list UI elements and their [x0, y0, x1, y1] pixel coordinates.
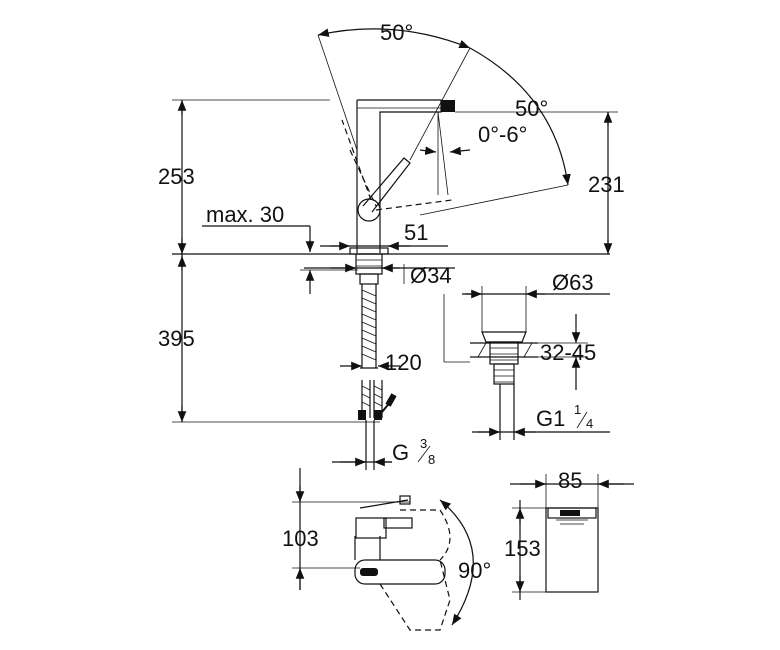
range-32-45-dimension: 32-45: [444, 314, 596, 390]
depth-395-label: 395: [158, 326, 195, 351]
len-120-dimension: 120: [340, 350, 422, 375]
thread-g1-label: G1: [536, 406, 565, 431]
thread-g-label: G: [392, 440, 409, 465]
faucet-front-view: [341, 99, 455, 470]
thread-g38-dimension: G 3 8: [332, 436, 435, 467]
drain-fitting: [470, 331, 538, 440]
width-85-dimension: 85: [510, 468, 634, 508]
depth-395-dimension: 395: [158, 254, 380, 423]
tilt-dimension: 0°-6°: [419, 111, 527, 196]
angle-90-dimension: 90°: [439, 499, 491, 626]
angle-90-label: 90°: [458, 558, 491, 583]
dia-34-dimension: Ø34: [304, 263, 455, 288]
len-103-dimension: 103: [282, 468, 410, 590]
side-angle-label: 50°: [515, 96, 548, 121]
dim-51-label: 51: [404, 220, 428, 245]
thread-g-sub: 8: [428, 452, 435, 467]
faucet-side-view: [545, 507, 599, 593]
max-30-dimension: max. 30: [202, 202, 358, 294]
max-30-label: max. 30: [206, 202, 284, 227]
dim-51: 51: [320, 220, 448, 251]
thread-g1-sub: 4: [586, 416, 593, 431]
dia-63-label: Ø63: [552, 270, 594, 295]
height-253-dimension: 253: [158, 99, 330, 254]
len-103-label: 103: [282, 526, 319, 551]
height-231-label: 231: [588, 172, 625, 197]
len-153-label: 153: [504, 536, 541, 561]
dia-63-dimension: Ø63: [443, 270, 610, 362]
faucet-top-view: [354, 495, 451, 631]
thread-g1-sup: 1: [574, 402, 581, 417]
range-32-45-label: 32-45: [540, 340, 596, 365]
len-120-label: 120: [385, 350, 422, 375]
width-85-label: 85: [558, 468, 582, 493]
height-231-dimension: 231: [455, 111, 625, 254]
tilt-label: 0°-6°: [478, 122, 527, 147]
dia-34-label: Ø34: [410, 263, 452, 288]
thread-g114-dimension: G1 1 4: [472, 402, 610, 437]
top-angle-label: 50°: [380, 20, 413, 45]
angle-side-dimension: 50°: [419, 47, 571, 216]
len-153-dimension: 153: [504, 500, 546, 600]
height-253-label: 253: [158, 164, 195, 189]
thread-g-sup: 3: [420, 436, 427, 451]
angle-top-dimension: 50°: [317, 20, 471, 161]
